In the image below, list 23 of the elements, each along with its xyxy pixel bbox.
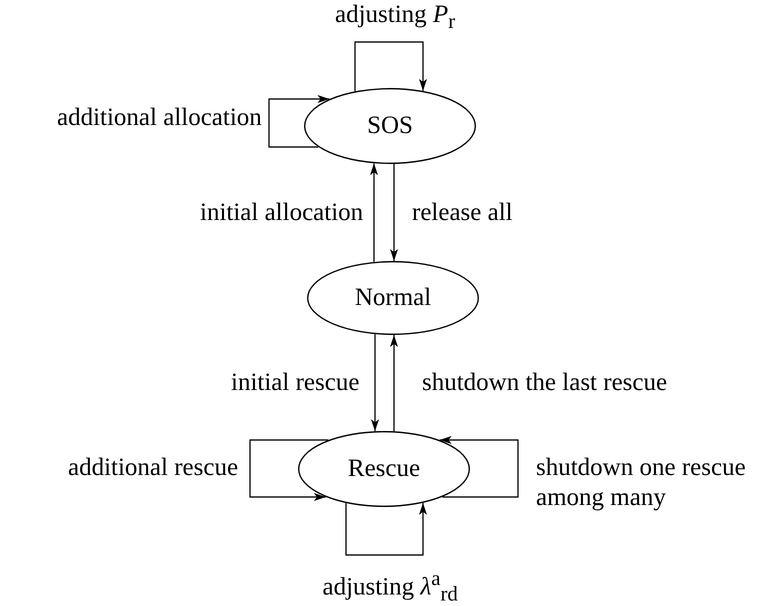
edge-label: shutdown the last rescue <box>422 368 668 398</box>
edge-label: additional allocation <box>57 103 262 133</box>
state-name: Normal <box>354 284 432 312</box>
state-name: SOS <box>366 112 414 140</box>
edge-label: release all <box>412 198 513 228</box>
arrow <box>440 436 519 498</box>
state-ellipse <box>304 88 476 164</box>
arrow <box>370 163 378 262</box>
arrow <box>371 334 379 432</box>
edge-label: shutdown one rescue among many <box>536 453 747 513</box>
arrow <box>390 335 398 432</box>
edge-label: initial allocation <box>200 198 364 228</box>
edge-label: initial rescue <box>231 368 360 398</box>
edge-label: additional rescue <box>68 453 238 483</box>
state-ellipse <box>307 261 479 335</box>
arrow <box>268 95 330 148</box>
state-name: Rescue <box>346 455 422 483</box>
arrow <box>390 164 398 261</box>
state-ellipse <box>298 431 470 507</box>
arrow <box>249 439 328 501</box>
arrow <box>354 41 427 92</box>
arrow <box>345 502 427 556</box>
edge-label: adjusting P$_{r}$ <box>335 0 456 35</box>
